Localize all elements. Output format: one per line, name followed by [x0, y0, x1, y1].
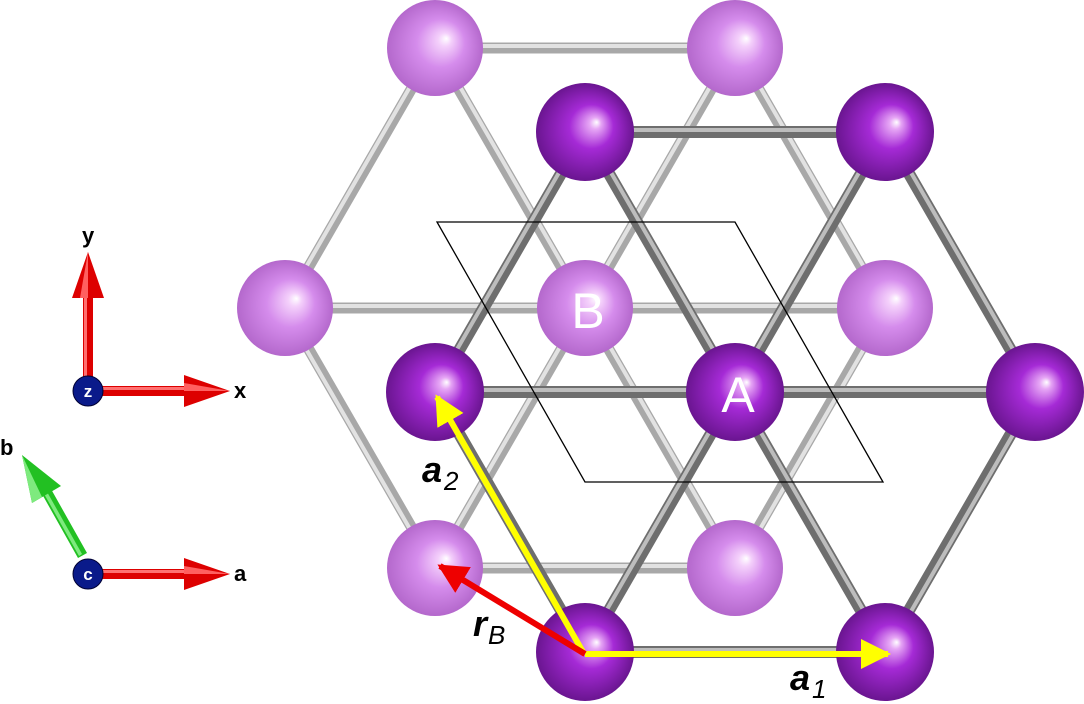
- atom-a: [386, 343, 484, 441]
- a-axis-shaft: [90, 569, 186, 579]
- vector-rb-label: rB: [473, 603, 505, 650]
- atom-b: [837, 260, 933, 356]
- layer-a-atoms: [386, 83, 1084, 701]
- vector-a2: [434, 394, 586, 654]
- x-axis-shaft: [90, 386, 186, 396]
- atom-b: [687, 0, 783, 96]
- atom-b: [237, 260, 333, 356]
- vector-a2-label: a2: [422, 449, 459, 496]
- vector-a1-label: a1: [790, 657, 827, 704]
- y-axis-label: y: [82, 223, 95, 248]
- atom-b: [387, 520, 483, 616]
- atom-b: [387, 0, 483, 96]
- a-axis-label: a: [234, 561, 247, 586]
- c-axis-badge: [72, 558, 104, 590]
- atom-label-a: A: [721, 367, 755, 423]
- vector-rb: [437, 563, 587, 657]
- b-axis-label: b: [0, 435, 13, 460]
- c-axis-label: c: [83, 565, 92, 584]
- y-axis-shaft: [83, 296, 93, 390]
- atom-a: [836, 83, 934, 181]
- atom-b: [687, 520, 783, 616]
- unit-cell-outline: [435, 221, 885, 483]
- atom-b-central: [537, 260, 633, 356]
- atom-a: [536, 83, 634, 181]
- atom-a-central: [686, 343, 784, 441]
- axis-indicator-abc: c b a: [0, 435, 247, 590]
- axis-indicator-xyz: z y x: [72, 223, 247, 407]
- atom-a: [986, 343, 1084, 441]
- z-axis-badge: [72, 375, 104, 407]
- z-axis-label: z: [84, 382, 93, 401]
- atom-label-b: B: [571, 283, 604, 339]
- x-axis-label: x: [234, 378, 247, 403]
